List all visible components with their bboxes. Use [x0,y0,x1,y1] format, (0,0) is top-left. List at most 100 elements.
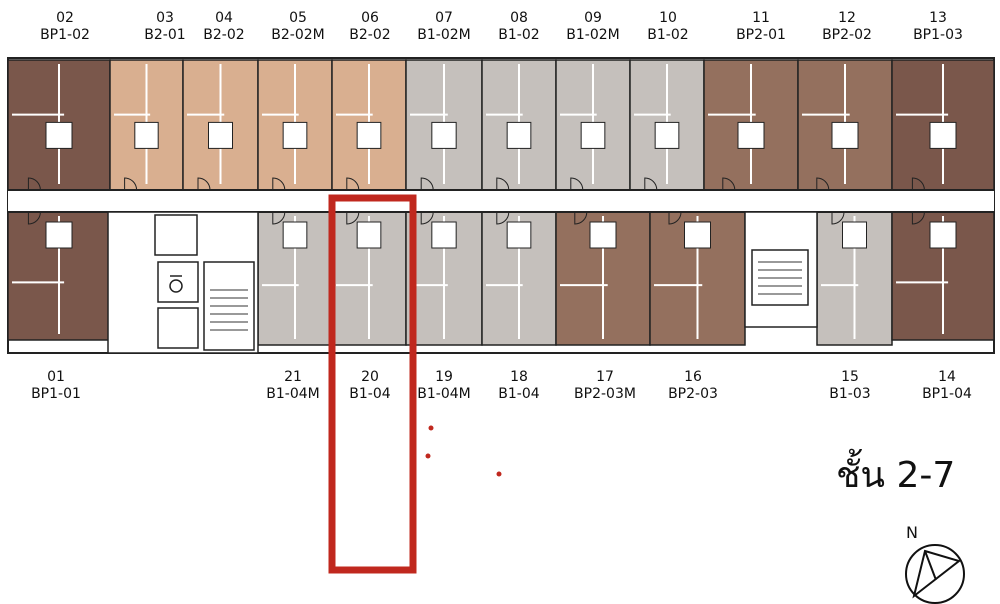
unit-type: B1-02 [647,27,689,43]
wheelchair-icon [169,275,183,293]
marker-dots [425,425,502,477]
door-swing [124,177,138,191]
bathroom [45,121,73,149]
unit-number: 01 [47,369,65,385]
door-swing [570,177,584,191]
unit-type: B2-02M [271,27,325,43]
door-swing [496,177,510,191]
unit-number: 13 [929,10,947,26]
bathroom [654,121,680,149]
door-swing [722,177,736,191]
door-swing [272,177,286,191]
unit-number: 08 [510,10,528,26]
unit-type: B1-04M [417,386,471,402]
floor-label: ชั้น 2-7 [836,455,956,496]
bathroom [282,221,308,249]
unit-number: 17 [596,369,614,385]
unit-number: 12 [838,10,856,26]
door-swing [420,211,434,225]
corridor [8,189,994,213]
door-swing [831,211,845,225]
unit-number: 09 [584,10,602,26]
unit-type: BP1-01 [31,386,81,402]
stair-lift-core-west [107,211,259,354]
unit-type: B1-04 [498,386,540,402]
door-swing [197,177,211,191]
unit-type: BP2-01 [736,27,786,43]
bathroom [356,121,382,149]
unit-type: B1-04 [349,386,391,402]
bathroom [282,121,308,149]
unit-number: 15 [841,369,859,385]
unit-type: B1-03 [829,386,871,402]
unit-type: BP1-04 [922,386,972,402]
unit-type: B2-01 [144,27,186,43]
unit-type: B1-02 [498,27,540,43]
stair-core-east [744,211,818,328]
bathroom [929,221,957,249]
unit-type: B1-02M [417,27,471,43]
north-label: N [906,523,918,542]
bathroom [580,121,606,149]
door-swing [346,211,360,225]
highlighted-unit-frame[interactable] [328,194,417,574]
door-swing [911,177,925,191]
units-top-row [7,59,995,191]
bathroom [431,121,457,149]
bathroom [831,121,859,149]
unit-type: BP2-03M [574,386,636,402]
unit-type: B1-02M [566,27,620,43]
door-swing [911,211,925,225]
door-swing [27,177,41,191]
unit-type: BP2-02 [822,27,872,43]
bathroom [506,121,532,149]
door-swing [27,211,41,225]
door-swing [496,211,510,225]
stair-steps [210,289,248,331]
door-swing [816,177,830,191]
unit-number: 14 [938,369,956,385]
unit-type: BP2-03 [668,386,718,402]
unit-number: 06 [361,10,379,26]
unit-number: 04 [215,10,233,26]
unit-number: 20 [361,369,379,385]
units-bottom-row [7,211,995,346]
unit-number: 21 [284,369,302,385]
unit-type: B2-02 [203,27,245,43]
bathroom [356,221,382,249]
door-swing [644,177,658,191]
bathroom [134,121,159,149]
bathroom [208,121,233,149]
door-swing [574,211,588,225]
unit-number: 03 [156,10,174,26]
bathroom [842,221,867,249]
bathroom [506,221,532,249]
bathroom [45,221,73,249]
north-arrow-icon [905,544,965,604]
bathroom [431,221,457,249]
bathroom [929,121,957,149]
door-swing [420,177,434,191]
unit-number: 10 [659,10,677,26]
bathroom [684,221,711,249]
bathroom [589,221,617,249]
unit-type: B1-04M [266,386,320,402]
unit-type: BP1-03 [913,27,963,43]
